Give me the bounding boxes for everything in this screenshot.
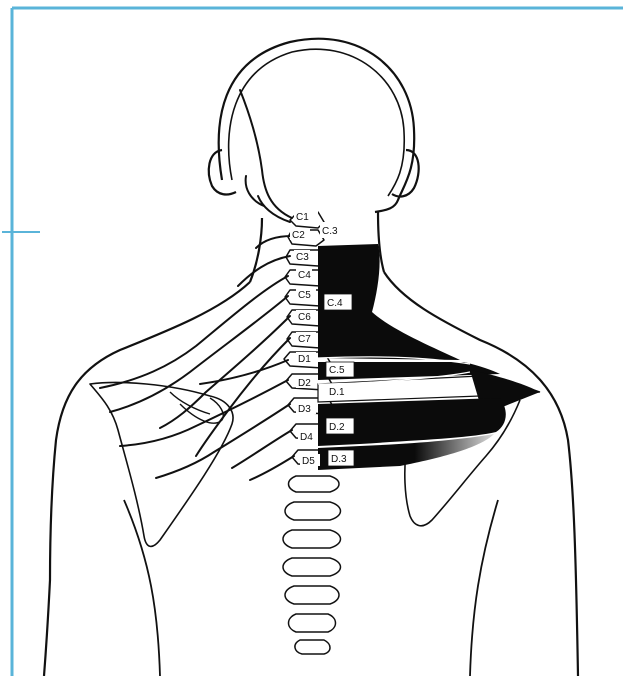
- label-c2: C2: [290, 228, 310, 241]
- svg-text:C3: C3: [296, 252, 309, 263]
- label-dermatome-d3: D.3: [328, 450, 354, 466]
- label-c6: C6: [296, 310, 316, 323]
- svg-text:D.3: D.3: [331, 454, 347, 465]
- svg-text:C1: C1: [296, 212, 309, 223]
- label-dermatome-c5: C.5: [326, 362, 354, 377]
- dermatome-regions: [318, 244, 540, 470]
- svg-text:D4: D4: [300, 432, 313, 443]
- svg-text:C2: C2: [292, 230, 305, 241]
- svg-text:C4: C4: [298, 270, 311, 281]
- label-c3: C3: [294, 250, 310, 263]
- svg-text:D3: D3: [298, 404, 311, 415]
- svg-text:C6: C6: [298, 312, 311, 323]
- svg-text:D5: D5: [302, 456, 315, 467]
- svg-text:C7: C7: [298, 334, 311, 345]
- label-c7: C7: [296, 332, 316, 345]
- nerve-roots: [100, 90, 294, 480]
- svg-text:D.2: D.2: [329, 422, 345, 433]
- svg-text:D1: D1: [298, 354, 311, 365]
- label-dermatome-d2: D.2: [326, 418, 354, 434]
- label-d4: D4: [298, 430, 318, 443]
- label-d3: D3: [296, 402, 316, 415]
- svg-text:C.5: C.5: [329, 365, 345, 376]
- svg-text:D2: D2: [298, 378, 311, 389]
- label-dermatome-c4: C.4: [324, 294, 352, 310]
- label-c4: C4: [296, 268, 312, 281]
- label-d1: D1: [296, 352, 316, 365]
- label-c1: C1: [294, 210, 318, 223]
- label-dermatome-c3: C.3: [320, 222, 346, 238]
- svg-text:D.1: D.1: [329, 387, 345, 398]
- label-dermatome-d1: D.1: [326, 384, 352, 399]
- svg-text:C5: C5: [298, 290, 311, 301]
- label-d2: D2: [296, 376, 316, 389]
- svg-text:C.4: C.4: [327, 298, 343, 309]
- label-c5: C5: [296, 288, 316, 301]
- svg-text:C.3: C.3: [322, 226, 338, 237]
- label-d5: D5: [300, 454, 320, 467]
